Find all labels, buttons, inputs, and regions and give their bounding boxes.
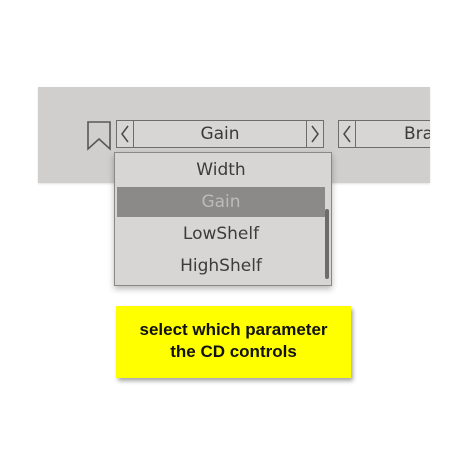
dropdown-scrollbar[interactable] (325, 209, 329, 279)
caption-line-2: the CD controls (170, 342, 297, 361)
bookmark-icon[interactable] (86, 121, 112, 151)
dropdown-item-width[interactable]: Width (196, 160, 246, 180)
chevron-left-icon (339, 121, 355, 147)
next-parameter-button[interactable] (306, 120, 324, 148)
caption-note: select which parameter the CD controls (116, 306, 351, 378)
second-previous-button[interactable] (338, 120, 356, 148)
chevron-left-icon (117, 121, 133, 147)
dropdown-item-highshelf[interactable]: HighShelf (180, 256, 262, 276)
second-parameter-select[interactable]: Bra (356, 120, 430, 148)
chevron-right-icon (307, 121, 323, 147)
dropdown-item-gain[interactable]: Gain (117, 187, 325, 217)
previous-parameter-button[interactable] (116, 120, 134, 148)
caption-line-1: select which parameter (139, 320, 328, 339)
parameter-select[interactable]: Gain (134, 120, 306, 148)
dropdown-item-lowshelf[interactable]: LowShelf (182, 224, 260, 244)
parameter-dropdown: Width Gain LowShelf HighShelf (114, 152, 332, 286)
